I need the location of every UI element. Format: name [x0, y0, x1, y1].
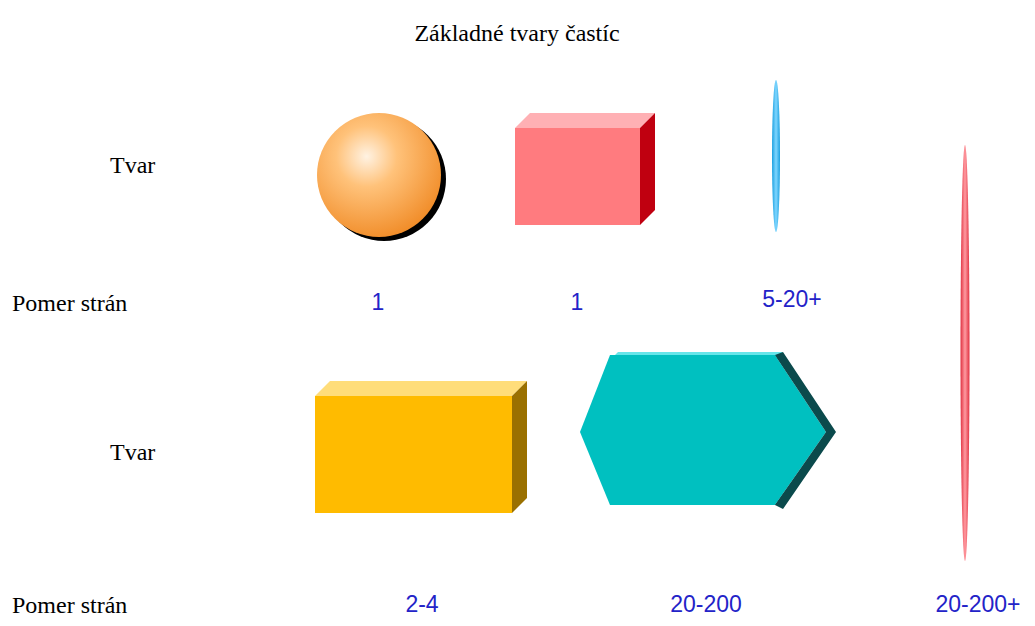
block-shape [315, 381, 527, 513]
row-label: Tvar [110, 438, 155, 467]
ratio-value: 5-20+ [762, 286, 821, 314]
cube-shape [515, 113, 655, 225]
ratio-value: 20-200+ [935, 591, 1020, 619]
ratio-value: 1 [571, 289, 584, 317]
row-label: Pomer strán [12, 289, 127, 318]
fibre-shape [961, 145, 970, 561]
row-label: Pomer strán [12, 591, 127, 620]
sphere-shape [317, 113, 446, 241]
diagram-title: Základné tvary častíc [414, 19, 619, 48]
ratio-value: 1 [372, 289, 385, 317]
disc-shape [772, 80, 780, 232]
ratio-value: 20-200 [670, 591, 742, 619]
ratio-value: 2-4 [405, 591, 438, 619]
plate-shape [580, 352, 836, 509]
row-label: Tvar [110, 151, 155, 180]
